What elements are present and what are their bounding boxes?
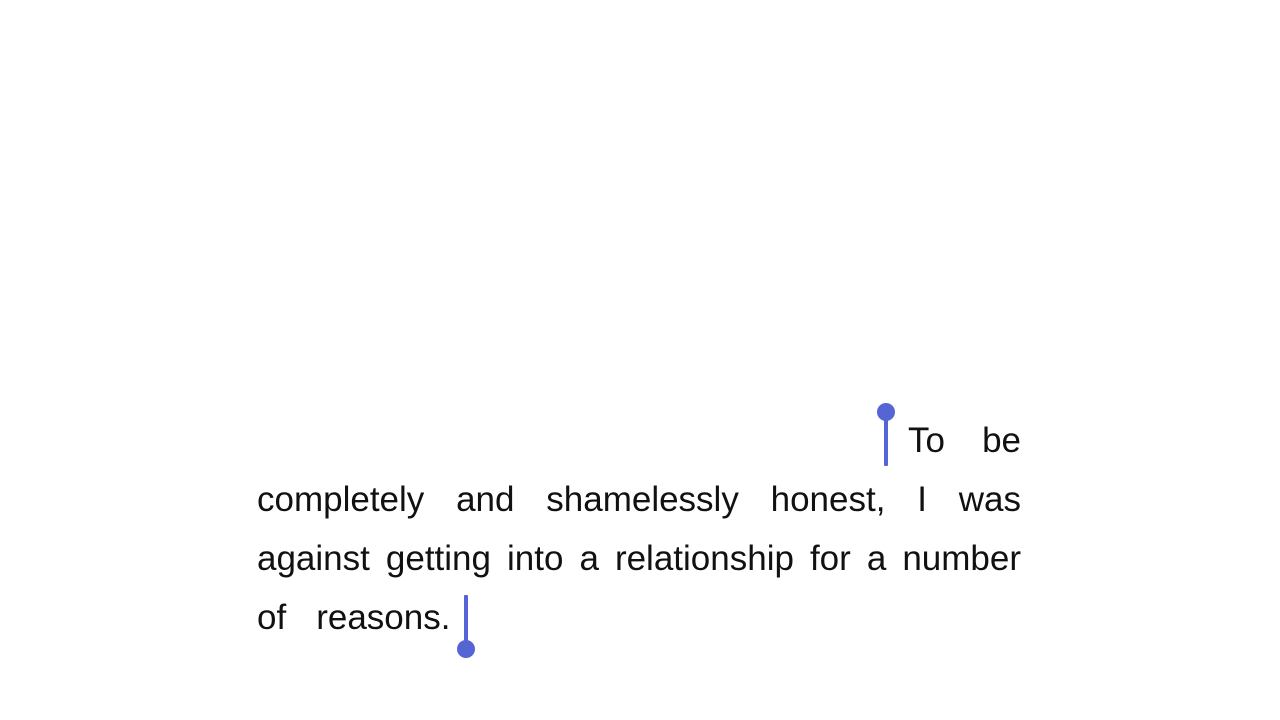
word: To <box>908 421 945 460</box>
selection-end-handle[interactable] <box>464 595 468 645</box>
word: be <box>982 421 1021 460</box>
word: reasons. <box>316 598 451 637</box>
word: honest, <box>770 480 886 519</box>
text-line-4: of reasons. <box>257 598 457 638</box>
word: into <box>507 539 564 578</box>
word: of <box>257 598 287 637</box>
word: number <box>902 539 1021 578</box>
word: I <box>917 480 927 519</box>
word: getting <box>385 539 491 578</box>
word: completely <box>257 480 425 519</box>
word: and <box>456 480 515 519</box>
word: shamelessly <box>546 480 739 519</box>
text-line-3: against getting into a relationship for … <box>257 539 1021 579</box>
word: was <box>958 480 1021 519</box>
text-line-1: To be <box>908 421 1021 461</box>
text-line-2: completely and shamelessly honest, I was <box>257 480 1021 520</box>
word: relationship <box>614 539 794 578</box>
word: against <box>257 539 370 578</box>
selection-start-handle[interactable] <box>884 416 888 466</box>
selection-start-handle-knob[interactable] <box>877 403 895 421</box>
word: a <box>866 539 887 578</box>
word: a <box>579 539 599 578</box>
word: for <box>809 539 851 578</box>
selection-end-handle-knob[interactable] <box>457 640 475 658</box>
